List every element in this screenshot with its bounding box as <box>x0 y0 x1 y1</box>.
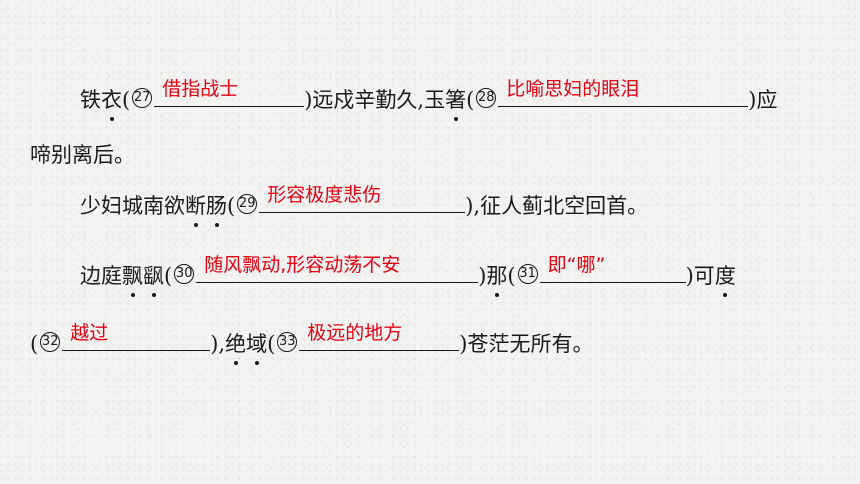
answer-text: 随风飘动,形容动荡不安 <box>204 254 401 276</box>
emphasized-char: 飘 <box>122 261 143 297</box>
circled-number-33: 33 <box>277 332 298 352</box>
verse-text: 边庭 <box>80 264 122 288</box>
circled-number-29: 29 <box>237 194 258 214</box>
emphasized-char: 飖 <box>143 261 164 297</box>
verse-text: )远戍辛勤久, <box>304 88 425 112</box>
verse-text: ( <box>267 332 276 356</box>
circled-number-27: 27 <box>132 88 153 108</box>
answer-text: 比喻思妇的眼泪 <box>506 78 640 100</box>
answer-blank: 随风飘动,形容动荡不安 <box>196 254 479 283</box>
verse-text: 玉 <box>424 88 446 112</box>
answer-blank: 借指战士 <box>154 78 305 107</box>
verse-text: 铁 <box>80 88 101 112</box>
verse-text: ( <box>466 88 475 112</box>
verse-text: ( <box>507 264 516 288</box>
emphasized-char: 断 <box>185 191 206 227</box>
emphasized-char: 箸 <box>445 85 466 121</box>
verse-text: ),征人蓟北空回首。 <box>465 194 649 218</box>
verse-text: 啼别离后。 <box>30 143 135 167</box>
answer-text: 即“哪” <box>547 254 606 276</box>
verse-text: ), <box>210 332 226 356</box>
verse-text: ( <box>227 194 236 218</box>
verse-text: )苍茫无所有。 <box>459 332 594 356</box>
verse-text: 少妇城南欲 <box>80 194 185 218</box>
verse-text: )应 <box>748 88 778 112</box>
answer-blank: 即“哪” <box>539 254 686 283</box>
emphasized-char: 域 <box>246 329 267 365</box>
answer-blank: 越过 <box>62 322 211 351</box>
circled-number-32: 32 <box>40 332 61 352</box>
verse-line-3: 少妇城南欲断肠(29 形容极度悲伤 ),征人蓟北空回首。 <box>0 184 860 227</box>
answer-blank: 极远的地方 <box>299 322 460 351</box>
emphasized-char: 肠 <box>206 191 227 227</box>
circled-number-30: 30 <box>174 264 195 284</box>
emphasized-char: 绝 <box>225 329 246 365</box>
answer-text: 极远的地方 <box>307 322 403 344</box>
emphasized-char: 度 <box>715 261 736 297</box>
verse-line-2: 啼别离后。 <box>0 140 860 170</box>
answer-blank: 形容极度悲伤 <box>259 184 466 213</box>
verse-text: ( <box>164 264 173 288</box>
emphasized-char: 那 <box>486 261 507 297</box>
answer-text: 形容极度悲伤 <box>267 184 382 206</box>
answer-text: 越过 <box>70 322 109 344</box>
answer-blank: 比喻思妇的眼泪 <box>498 78 749 107</box>
answer-text: 借指战士 <box>162 78 239 100</box>
circled-number-31: 31 <box>517 264 538 284</box>
verse-text: ( <box>30 332 39 356</box>
verse-text: ) <box>478 264 487 288</box>
verse-text: ( <box>122 88 131 112</box>
circled-number-28: 28 <box>476 88 497 108</box>
emphasized-char: 衣 <box>101 85 122 121</box>
verse-text: )可 <box>685 264 715 288</box>
